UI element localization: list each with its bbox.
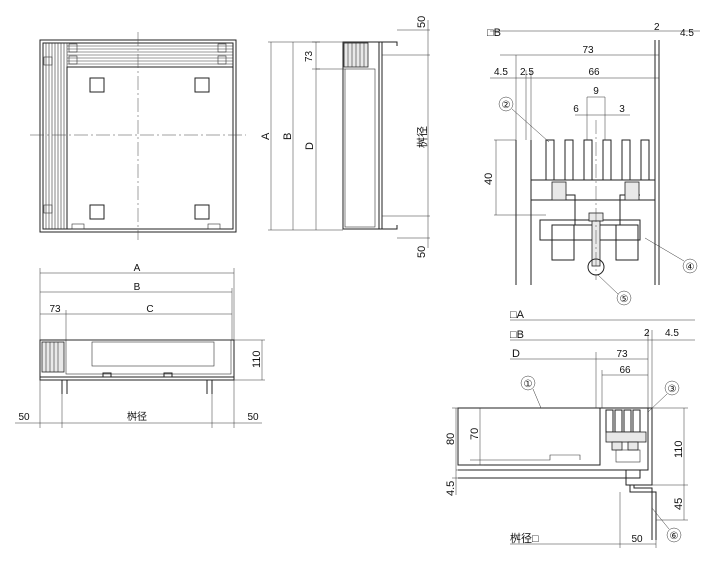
dim-side-a: A [260, 132, 272, 140]
dim-front-a: A [134, 263, 141, 274]
detail-bottom-4-5: 4.5 [665, 328, 679, 339]
dim-front-c: C [146, 304, 153, 315]
dim-side-pit: 桝径 [415, 126, 429, 148]
dim-side-73: 73 [304, 50, 315, 62]
detail-top-66: 66 [588, 67, 600, 78]
callout-6-label: ⑥ [670, 531, 679, 542]
dim-front-pit: 桝径 [127, 410, 147, 423]
dim-side-b: B [282, 133, 294, 140]
detail-top-4-5-left: 4.5 [494, 67, 508, 78]
detail-bottom-2: 2 [644, 328, 650, 339]
callout-5-label: ⑤ [620, 294, 629, 305]
detail-top-40: 40 [483, 173, 495, 185]
detail-bottom-sq-a: □A [510, 309, 525, 321]
dim-front-50-right: 50 [247, 412, 259, 423]
dim-front-b: B [134, 282, 141, 293]
detail-bottom-110: 110 [673, 440, 685, 458]
detail-bottom-pit-sq: 桝径□ [510, 531, 539, 545]
dim-side-d: D [304, 142, 316, 150]
detail-bottom-d: D [512, 348, 520, 360]
detail-bottom-4-5-left: 4.5 [445, 481, 457, 496]
detail-top-4-5: 4.5 [680, 28, 694, 39]
detail-top-3: 3 [619, 104, 625, 115]
side-section-view: 50 A B D 73 50 桝径 [260, 16, 430, 258]
callout-4 [644, 237, 698, 274]
detail-bottom-66: 66 [619, 365, 631, 376]
detail-bottom-sq-b: □B [510, 329, 524, 341]
callout-2 [498, 96, 550, 143]
front-section-view: A B C 73 110 50 桝径 50 [15, 263, 265, 428]
dim-side-50-top: 50 [416, 16, 428, 28]
dim-front-50-left: 50 [18, 412, 30, 423]
detail-bottom-50: 50 [631, 534, 643, 545]
detail-top-73: 73 [582, 45, 594, 56]
callout-1 [520, 375, 542, 409]
detail-bottom-45: 45 [673, 498, 685, 510]
detail-top-2-5: 2.5 [520, 67, 534, 78]
detail-bottom-view: □A □B 2 4.5 D 73 66 80 70 110 45 4.5 桝径□… [445, 309, 695, 548]
detail-top-sq-b: □B [487, 27, 501, 39]
callout-2-label: ② [502, 100, 511, 111]
dim-front-73: 73 [49, 304, 61, 315]
callout-1-label: ① [524, 379, 533, 390]
detail-top-9: 9 [593, 86, 599, 97]
dim-side-50-bot: 50 [416, 246, 428, 258]
callout-6 [651, 507, 682, 543]
detail-bottom-70: 70 [469, 428, 481, 440]
callout-4-label: ④ [686, 262, 695, 273]
detail-top-6: 6 [573, 104, 579, 115]
dim-front-110: 110 [251, 350, 263, 368]
detail-bottom-80: 80 [445, 433, 457, 445]
callout-5 [597, 274, 632, 306]
callout-3-label: ③ [668, 384, 677, 395]
detail-top-2: 2 [654, 22, 660, 33]
detail-bottom-73: 73 [616, 349, 628, 360]
detail-top-view: □B 2 4.5 73 4.5 2.5 66 9 6 3 40 [483, 22, 700, 306]
callout-3 [647, 380, 680, 413]
top-plan-view [30, 32, 246, 240]
